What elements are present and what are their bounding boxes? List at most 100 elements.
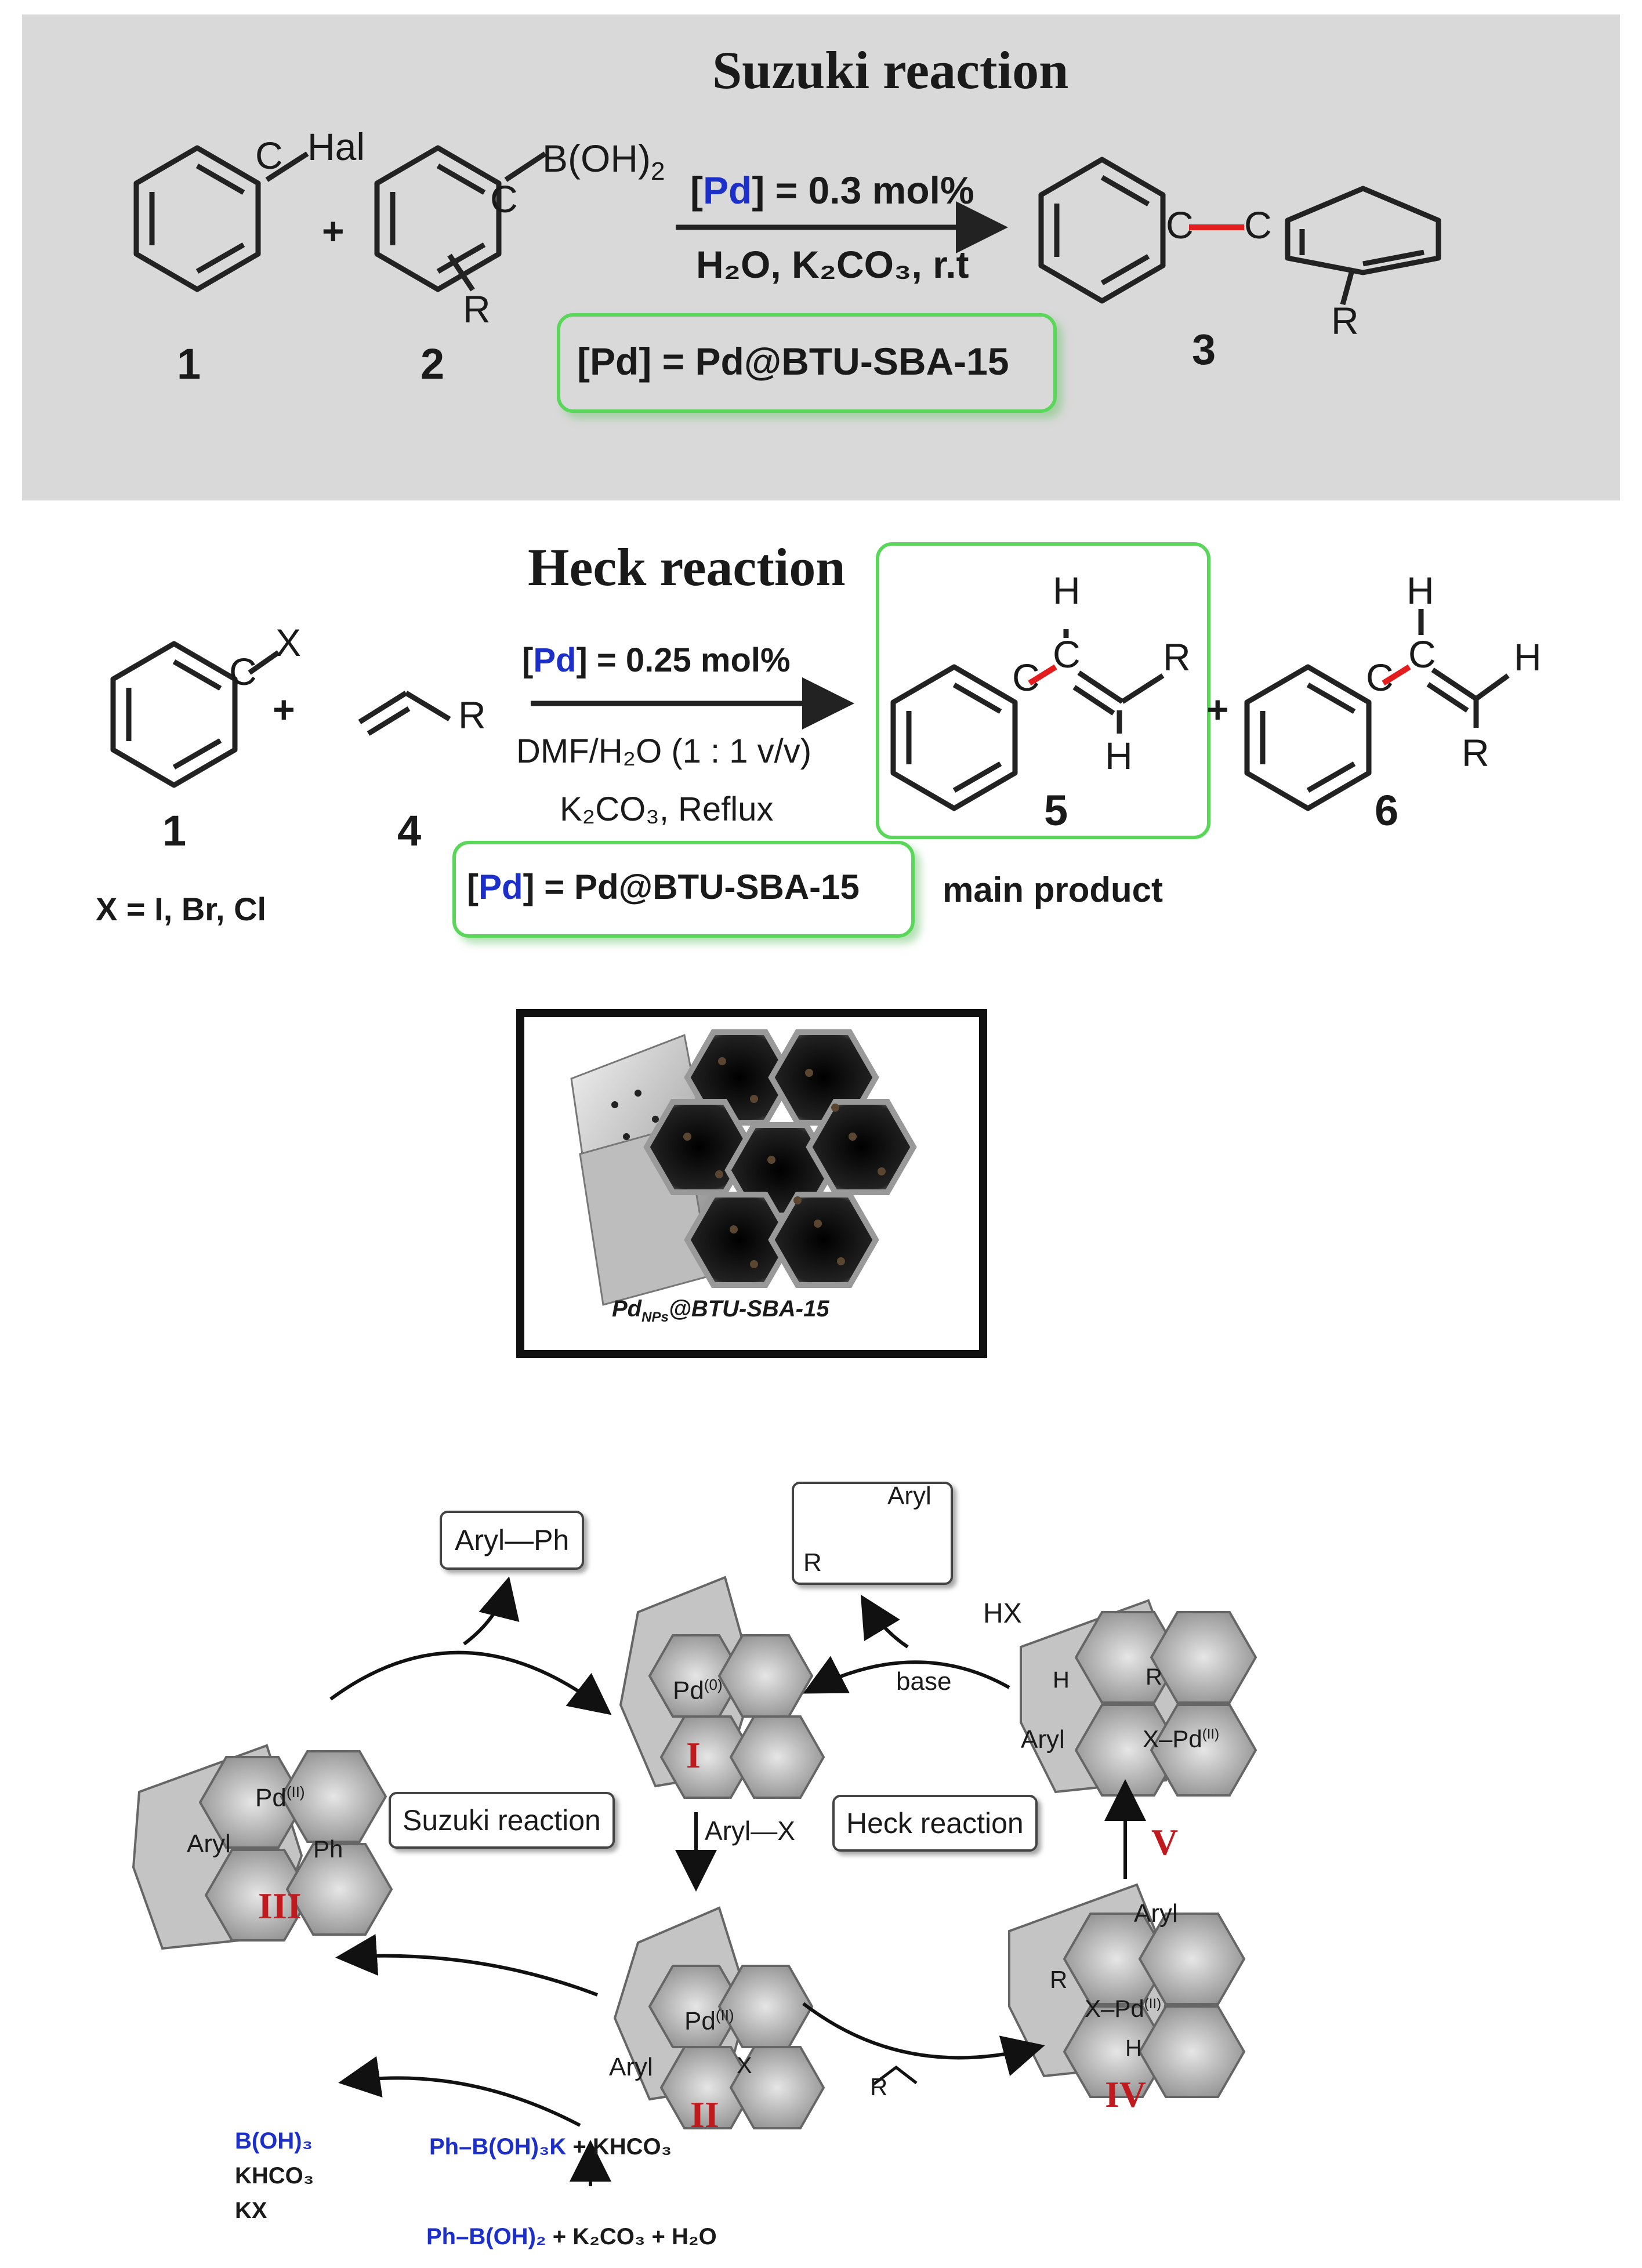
byproduct-khco3: KHCO₃ bbox=[235, 2163, 314, 2189]
biphenyl-product bbox=[1038, 157, 1441, 306]
borate-equation: Ph–B(OH)₃K + KHCO₃ bbox=[429, 2134, 672, 2160]
heck-catalyst-text: [Pd] = Pd@BTU-SBA-15 bbox=[467, 868, 860, 906]
aryl-label: Aryl bbox=[1134, 1899, 1178, 1928]
plus-sign: + bbox=[1206, 688, 1229, 731]
plus-sign: + bbox=[322, 209, 345, 252]
r-group-label: R bbox=[1331, 299, 1359, 342]
ph-label: Ph bbox=[313, 1835, 343, 1863]
heck-coupling-product-box bbox=[792, 1482, 953, 1585]
carbon-label: C bbox=[1166, 204, 1194, 246]
r-label: R bbox=[803, 1548, 822, 1577]
suzuki-panel bbox=[22, 14, 1620, 500]
h-label: H bbox=[1125, 2035, 1142, 2061]
compound-number-3: 3 bbox=[1192, 325, 1216, 373]
suzuki-product-release-arrow bbox=[463, 1576, 520, 1646]
aryl-x-label: Aryl—X bbox=[705, 1816, 795, 1846]
aryl-label: Aryl bbox=[609, 2053, 653, 2081]
suzuki-cycle-label: Suzuki reaction bbox=[389, 1792, 615, 1849]
hexagonal-pores bbox=[643, 1029, 917, 1288]
carbon-label: C bbox=[1012, 656, 1040, 699]
base-label: base bbox=[896, 1667, 952, 1696]
suzuki-catalyst-box bbox=[557, 313, 1057, 413]
compound-number-1: 1 bbox=[177, 340, 201, 388]
h-label: H bbox=[1105, 734, 1133, 777]
product-6 bbox=[1244, 609, 1510, 811]
boronic-equation: Ph–B(OH)₂ + K₂CO₃ + H₂O bbox=[426, 2224, 717, 2249]
alkene-insertion-arrow bbox=[802, 2002, 1045, 2076]
pd0-label: Pd(0) bbox=[673, 1676, 723, 1705]
carbon-label: C bbox=[490, 177, 518, 220]
aryl-label: Aryl bbox=[187, 1830, 231, 1858]
heck-solvent: DMF/H₂O (1 : 1 v/v) bbox=[516, 732, 812, 770]
h-label: H bbox=[1407, 569, 1434, 612]
r-group-label: R bbox=[1163, 636, 1191, 678]
h-label: H bbox=[1053, 1667, 1070, 1693]
halide-note: X = I, Br, Cl bbox=[96, 891, 267, 927]
benzene-ring-1 bbox=[133, 145, 309, 292]
catalyst-cluster-V bbox=[1020, 1599, 1257, 1797]
carbon-label: C bbox=[229, 650, 257, 693]
boronic-acid-label: B(OH)2 bbox=[542, 137, 665, 186]
compound-number-2: 2 bbox=[421, 340, 445, 388]
aryl-label: Aryl bbox=[1021, 1725, 1065, 1754]
byproduct-kx: KX bbox=[235, 2198, 267, 2223]
heck-benzene-1 bbox=[110, 641, 280, 788]
species-numeral-IV: IV bbox=[1105, 2074, 1147, 2115]
main-product-label: main product bbox=[943, 870, 1163, 909]
aryl-label: Aryl bbox=[887, 1482, 931, 1510]
compound-number-4: 4 bbox=[397, 807, 422, 855]
r-label: R bbox=[1146, 1664, 1162, 1690]
product-5 bbox=[890, 629, 1165, 811]
r-group-label: R bbox=[463, 288, 491, 331]
carbon-label: C bbox=[255, 134, 283, 177]
r-group-label: R bbox=[458, 694, 486, 736]
heck-product-release-arrow bbox=[860, 1594, 909, 1649]
heck-catalyst-box bbox=[452, 841, 915, 938]
r-group-label: R bbox=[1462, 731, 1489, 774]
transmetalation-arrow bbox=[335, 1934, 599, 1997]
species-numeral-V: V bbox=[1151, 1821, 1179, 1863]
xpd-label: X–Pd(II) bbox=[1085, 1995, 1162, 2022]
material-label: PdNPs@BTU-SBA-15 bbox=[612, 1296, 829, 1325]
heck-alkene-4 bbox=[358, 691, 451, 736]
carbon-label: C bbox=[1244, 204, 1272, 246]
plus-sign: + bbox=[273, 688, 295, 731]
compound-number-5: 5 bbox=[1044, 786, 1068, 834]
compound-number-1: 1 bbox=[162, 807, 187, 855]
suzuki-title: Suzuki reaction bbox=[712, 41, 1069, 100]
heck-base: K₂CO₃, Reflux bbox=[560, 790, 774, 828]
carbon-label: C bbox=[1053, 633, 1081, 676]
x-label: X bbox=[737, 2053, 752, 2078]
r-label: R bbox=[1050, 1966, 1068, 1993]
hal-label: Hal bbox=[307, 125, 365, 168]
xpd-label: X–Pd(II) bbox=[1143, 1725, 1220, 1752]
species-numeral-III: III bbox=[258, 1885, 302, 1926]
suzuki-coupling-product-box: Aryl—Ph bbox=[440, 1511, 585, 1570]
heck-title: Heck reaction bbox=[528, 538, 846, 597]
byproduct-boric-acid: B(OH)₃ bbox=[235, 2128, 313, 2154]
alkene-r-label: R bbox=[870, 2073, 888, 2100]
heck-regeneration-arrow bbox=[803, 1656, 1010, 1694]
palladium-nanoparticles bbox=[683, 1057, 886, 1268]
suzuki-catalyst-text: [Pd] = Pd@BTU-SBA-15 bbox=[577, 340, 1009, 383]
catalyst-cluster-III bbox=[132, 1744, 393, 1950]
catalyst-cluster-II bbox=[613, 1906, 825, 2129]
heck-catalyst-loading: [Pd] = 0.25 mol% bbox=[522, 641, 791, 679]
main-product-box bbox=[876, 542, 1210, 839]
species-numeral-I: I bbox=[686, 1734, 701, 1776]
benzene-ring-2 bbox=[374, 145, 547, 292]
carbon-label: C bbox=[1366, 656, 1394, 699]
x-label: X bbox=[276, 621, 302, 664]
suzuki-regeneration-arrow bbox=[329, 1650, 612, 1715]
pd2-label: Pd(II) bbox=[255, 1783, 305, 1812]
byproduct-arrow bbox=[338, 2056, 581, 2127]
h-label: H bbox=[1514, 636, 1542, 678]
pd2-label: Pd(II) bbox=[684, 2006, 734, 2035]
suzuki-catalyst-loading: [Pd] = 0.3 mol% bbox=[690, 169, 974, 212]
hx-label: HX bbox=[983, 1598, 1022, 1629]
suzuki-conditions: H₂O, K₂CO₃, r.t bbox=[696, 243, 969, 286]
h-label: H bbox=[1053, 569, 1081, 612]
